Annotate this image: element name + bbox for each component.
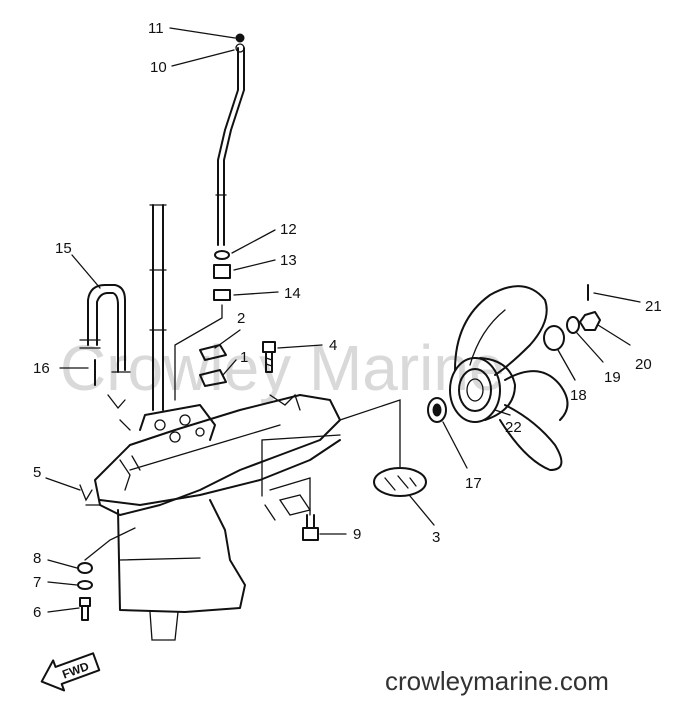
nut-20 [579,311,601,331]
oring-12 [214,250,230,260]
bolt-4 [262,341,276,373]
website-text: crowleymarine.com [385,666,609,696]
callout-19: 19 [604,369,621,386]
callout-16: 16 [33,360,50,377]
key-1 [199,369,227,387]
lower-unit-housing [94,393,341,641]
part-8 [77,562,93,574]
washer-19 [566,316,580,334]
callout-17: 17 [465,475,482,492]
drive-shaft [149,204,167,411]
thrust-washer-17 [427,397,447,423]
leader-lines [45,27,641,613]
callout-14: 14 [284,285,301,302]
callout-7: 7 [33,574,41,591]
callout-22: 22 [505,419,522,436]
callout-15: 15 [55,240,72,257]
fwd-arrow: FWD [40,652,101,692]
key-2 [199,344,227,361]
collar-14 [213,289,231,301]
screw-6 [79,597,91,621]
anode-3 [373,467,427,497]
callout-20: 20 [635,356,652,373]
watermark-text: Crowley Marine [60,332,505,404]
callout-11: 11 [148,20,164,37]
rod-grommet [235,43,245,53]
callout-10: 10 [150,59,167,76]
shift-rod [215,47,245,246]
propeller-22 [449,285,569,471]
part-5 [79,484,93,502]
callout-5: 5 [33,464,41,481]
callout-6: 6 [33,604,41,621]
callout-18: 18 [570,387,587,404]
callout-2: 2 [237,310,245,327]
bushing-13 [213,264,231,279]
callout-12: 12 [280,221,297,238]
water-pipe [79,284,131,431]
callout-8: 8 [33,550,41,567]
rod-cap [235,33,245,43]
callout-1: 1 [240,349,248,366]
spacer-18 [543,325,565,351]
callout-9: 9 [353,526,361,543]
callout-labels: 1 1 2 3 4 5 6 7 8 9 10 11 12 13 14 15 16… [33,20,662,621]
callout-3: 3 [432,529,440,546]
callout-4: 4 [329,337,337,354]
callout-13: 13 [280,252,297,269]
callout-21: 21 [645,298,662,315]
bolt-9 [302,514,319,541]
washer-7 [77,580,93,590]
